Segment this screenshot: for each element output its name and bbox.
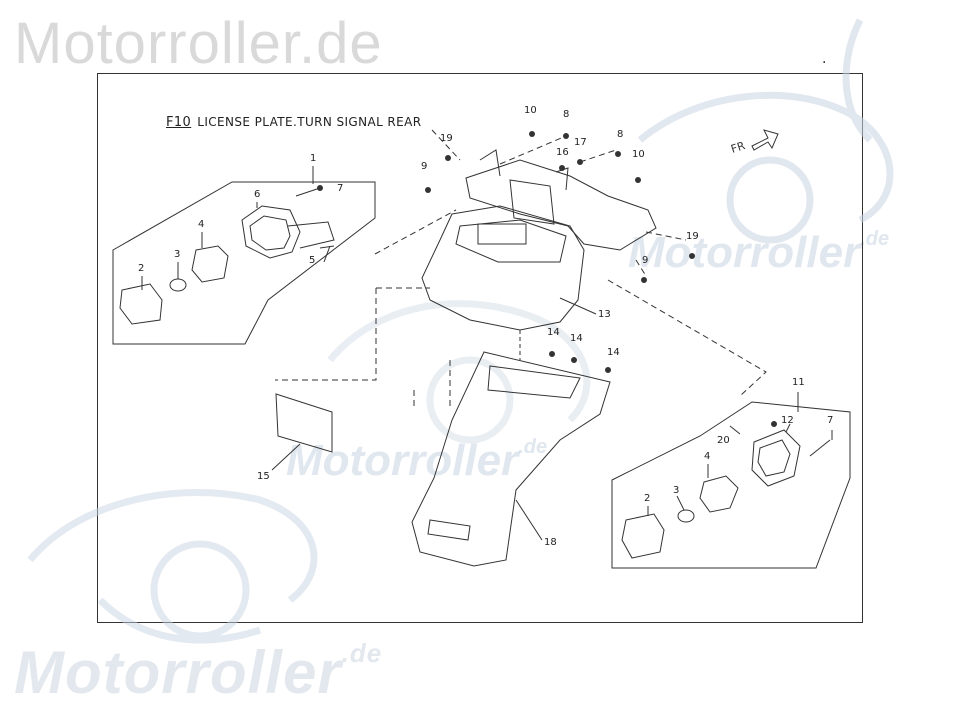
callout-19-right: 19 [686,231,699,242]
callout-14-c: 14 [607,347,620,358]
callout-6: 6 [254,189,261,200]
callout-1: 1 [310,153,317,164]
watermark-mid-center-tld: .de [518,436,548,458]
left-signal-lens [119,283,163,325]
callout-10-right: 10 [632,149,645,160]
callout-4-right: 4 [704,451,711,462]
license-light-lens [275,393,333,453]
left-signal-bulb [169,278,187,292]
callout-3-left: 3 [174,249,181,260]
scooter-logo-watermark-left [27,489,318,644]
diagram-title: F10 LICENSE PLATE.TURN SIGNAL REAR [166,115,421,130]
callout-19-left: 19 [440,133,453,144]
watermark-mid-center-brand: Motorroller [286,436,519,485]
line-art [112,129,851,569]
callout-4-left: 4 [198,219,205,230]
rear-fender-upper [421,205,585,331]
callout-5: 5 [309,255,316,266]
callout-13: 13 [598,309,611,320]
callout-8-right: 8 [617,129,624,140]
diagram-frame [97,73,863,623]
callout-3-right: 3 [673,485,680,496]
left-signal-screw [295,187,321,197]
left-signal-socket [191,245,229,283]
watermark-bottom-text: Motorroller.de [14,638,382,707]
callout-11: 11 [792,377,805,388]
left-signal-housing [241,205,301,259]
right-signal-socket [699,475,739,513]
watermark-bottom-tld: .de [341,638,383,668]
callout-9-right: 9 [642,255,649,266]
diagram-title-text: LICENSE PLATE.TURN SIGNAL REAR [197,115,422,129]
callout-7-left: 7 [337,183,344,194]
watermark-mid-center: Motorroller.de [286,436,547,486]
right-signal-screw [809,439,831,457]
left-signal-group-outline [112,181,376,345]
callout-20: 20 [717,435,730,446]
diagram-code: F10 [166,115,192,130]
callout-12: 12 [781,415,794,426]
watermark-top-text: Motorroller.de [14,11,383,76]
callout-10-top: 10 [524,105,537,116]
right-signal-group-outline [611,401,851,569]
callout-2-right: 2 [644,493,651,504]
callout-14-b: 14 [570,333,583,344]
scooter-logo-watermark-center [327,300,591,444]
right-signal-bulb [677,509,695,523]
corner-mark: . [822,51,827,67]
callout-7-right: 7 [827,415,834,426]
front-direction-arrow [751,129,779,151]
rear-mudguard [411,351,611,567]
callout-9-left: 9 [421,161,428,172]
callout-14-a: 14 [547,327,560,338]
right-signal-housing [751,429,801,487]
right-signal-lens [621,513,665,559]
callout-17: 17 [574,137,587,148]
license-bracket [465,159,657,251]
watermark-bottom-brand: Motorroller [14,639,342,706]
callout-15: 15 [257,471,270,482]
watermark-mid-right-tld: .de [860,228,890,250]
callout-8-top: 8 [563,109,570,120]
callout-18: 18 [544,537,557,548]
scooter-logo-watermark-right [637,18,894,244]
callout-16: 16 [556,147,569,158]
callout-2-left: 2 [138,263,145,274]
